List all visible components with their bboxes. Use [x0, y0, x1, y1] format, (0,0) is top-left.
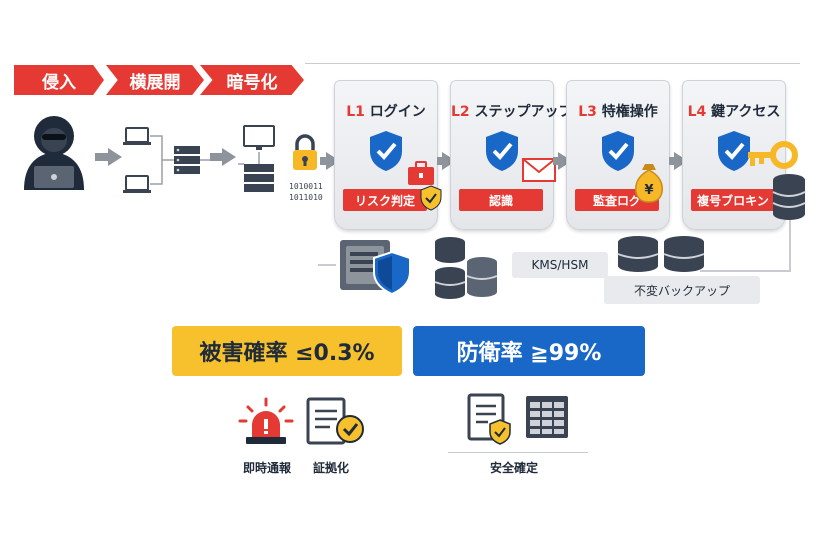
- database-icon: [772, 174, 806, 220]
- flow-arrow-shaft: [553, 157, 561, 165]
- shield-check-icon: [602, 131, 634, 171]
- layer-tag: 複号ブロキン: [691, 189, 775, 211]
- flow-arrow: [108, 148, 122, 166]
- database-cluster-icon: [434, 237, 498, 299]
- backup-databases-icon: [617, 236, 705, 272]
- connector-line: [700, 270, 790, 272]
- document-check-icon: [306, 397, 364, 445]
- flow-arrow-shaft: [437, 157, 445, 165]
- shield-check-icon: [486, 131, 518, 171]
- layer-title: L1 ログイン: [346, 104, 426, 120]
- immediate-report-label: 即時通報: [243, 461, 292, 475]
- shield-check-icon: [370, 131, 402, 171]
- connector-line: [318, 264, 336, 266]
- briefcase-lock-icon: [408, 161, 434, 185]
- layer-tag: 認識: [459, 189, 543, 211]
- flow-arrow-shaft: [95, 153, 109, 161]
- attack-step-encryption: 暗号化: [200, 65, 304, 95]
- network-devices-icon: [123, 127, 214, 193]
- document-shield-icon: [467, 393, 511, 445]
- flow-arrow: [222, 148, 236, 166]
- top-divider: [305, 63, 800, 64]
- envelope-icon: [522, 158, 556, 182]
- layer-title: L4 鍵アクセス: [687, 104, 781, 120]
- kms-hsm-label: KMS/HSM: [512, 252, 608, 278]
- money-bag-icon: ¥: [635, 164, 663, 203]
- padlock-icon: [293, 134, 317, 170]
- safe-confirm-label: 安全確定: [490, 461, 539, 475]
- flow-arrow-shaft: [320, 157, 328, 165]
- flow-arrow-shaft: [210, 153, 224, 161]
- connector-line: [789, 220, 791, 272]
- flow-arrow-shaft: [669, 157, 677, 165]
- divider-line: [448, 452, 588, 453]
- layer-l3-privileged: L3 特権操作 監査ログ: [566, 80, 670, 230]
- shield-check-icon: [718, 131, 750, 171]
- immutable-backup-label: 不変バックアップ: [604, 276, 760, 304]
- alarm-siren-icon: [238, 397, 294, 444]
- svg-text:¥: ¥: [644, 183, 653, 198]
- compromised-network-icon: [238, 125, 275, 192]
- shield-badge-icon: [420, 185, 442, 211]
- layer-title: L3 特権操作: [578, 104, 658, 120]
- layer-title: L2 ステップアップ: [451, 104, 573, 120]
- defense-rate-kpi: 防衛率 ≧99%: [413, 326, 645, 376]
- layer-l1-login: L1 ログイン リスク判定: [334, 80, 442, 230]
- spreadsheet-icon: [526, 396, 568, 438]
- hacker-icon: [24, 116, 84, 190]
- attack-step-lateral-movement: 横展開: [106, 65, 204, 95]
- evidence-label: 証拠化: [313, 461, 350, 475]
- attack-step-intrusion: 侵入: [14, 65, 104, 95]
- key-icon: [748, 141, 798, 169]
- layer-l2-stepup: L2 ステップアップ 認識: [450, 80, 573, 230]
- layer-tag: リスク判定: [343, 189, 427, 211]
- damage-probability-kpi: 被害確率 ≤0.3%: [172, 326, 402, 376]
- vault-icon: [340, 240, 411, 296]
